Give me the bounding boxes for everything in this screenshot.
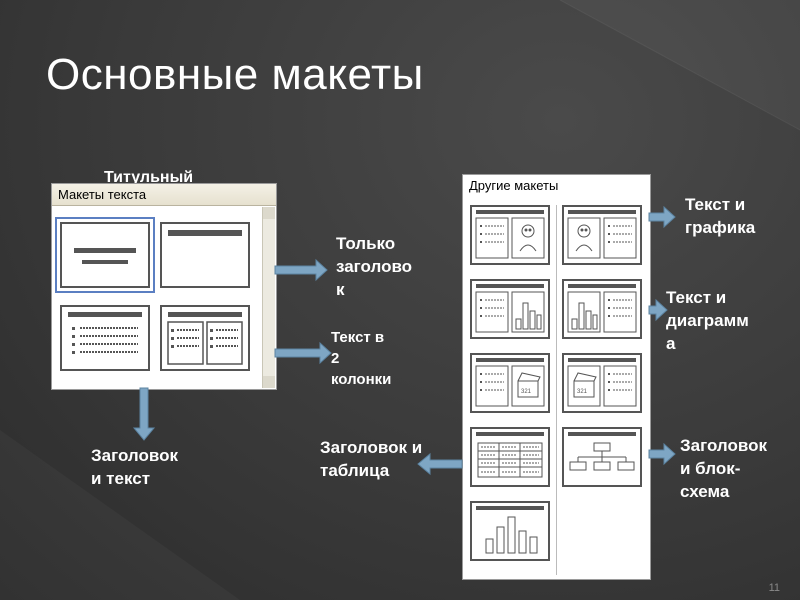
layout-title-and-text[interactable] — [60, 305, 150, 371]
layout-clipart-text[interactable] — [562, 205, 642, 265]
arrow-right-icon — [274, 258, 328, 282]
arrow-right-icon — [648, 442, 676, 466]
text-layouts-header: Макеты текста — [52, 184, 276, 206]
layout-title-flowchart[interactable] — [562, 427, 642, 487]
title-slide-label: Титульный — [104, 169, 194, 186]
layout-title-table[interactable] — [470, 427, 550, 487]
arrow-down-icon — [132, 387, 156, 441]
slide-title: Основные макеты — [46, 50, 424, 99]
other-layouts-header: Другие макеты — [463, 175, 650, 197]
scrollbar[interactable] — [262, 207, 275, 388]
svg-text:321: 321 — [521, 389, 532, 395]
arrow-right-icon — [274, 341, 332, 365]
chart-icon — [515, 302, 542, 330]
flowchart-icon — [569, 442, 635, 471]
chart-icon — [485, 516, 538, 554]
layout-text-chart[interactable] — [470, 279, 550, 339]
slide-number: 11 — [768, 582, 780, 594]
media-clip-icon: 321 — [517, 372, 541, 398]
other-layouts-panel: Другие макеты — [462, 174, 651, 580]
arrow-right-icon — [648, 298, 668, 322]
media-clip-icon: 321 — [573, 372, 597, 398]
layout-title-chart[interactable] — [470, 501, 550, 561]
layout-title-only[interactable] — [160, 222, 250, 288]
clipart-icon — [519, 224, 537, 252]
svg-text:321: 321 — [577, 389, 588, 395]
layout-two-columns[interactable] — [160, 305, 250, 371]
chart-icon — [571, 302, 598, 330]
layout-media-text[interactable]: 321 — [562, 353, 642, 413]
layout-chart-text[interactable] — [562, 279, 642, 339]
text-layouts-panel: Макеты текста — [51, 183, 277, 390]
layout-title-slide[interactable] — [55, 217, 155, 293]
clipart-icon — [575, 224, 593, 252]
layout-text-clipart[interactable] — [470, 205, 550, 265]
arrow-right-icon — [648, 205, 676, 229]
table-icon — [477, 442, 543, 478]
layout-text-media[interactable]: 321 — [470, 353, 550, 413]
arrow-left-icon — [417, 452, 463, 476]
